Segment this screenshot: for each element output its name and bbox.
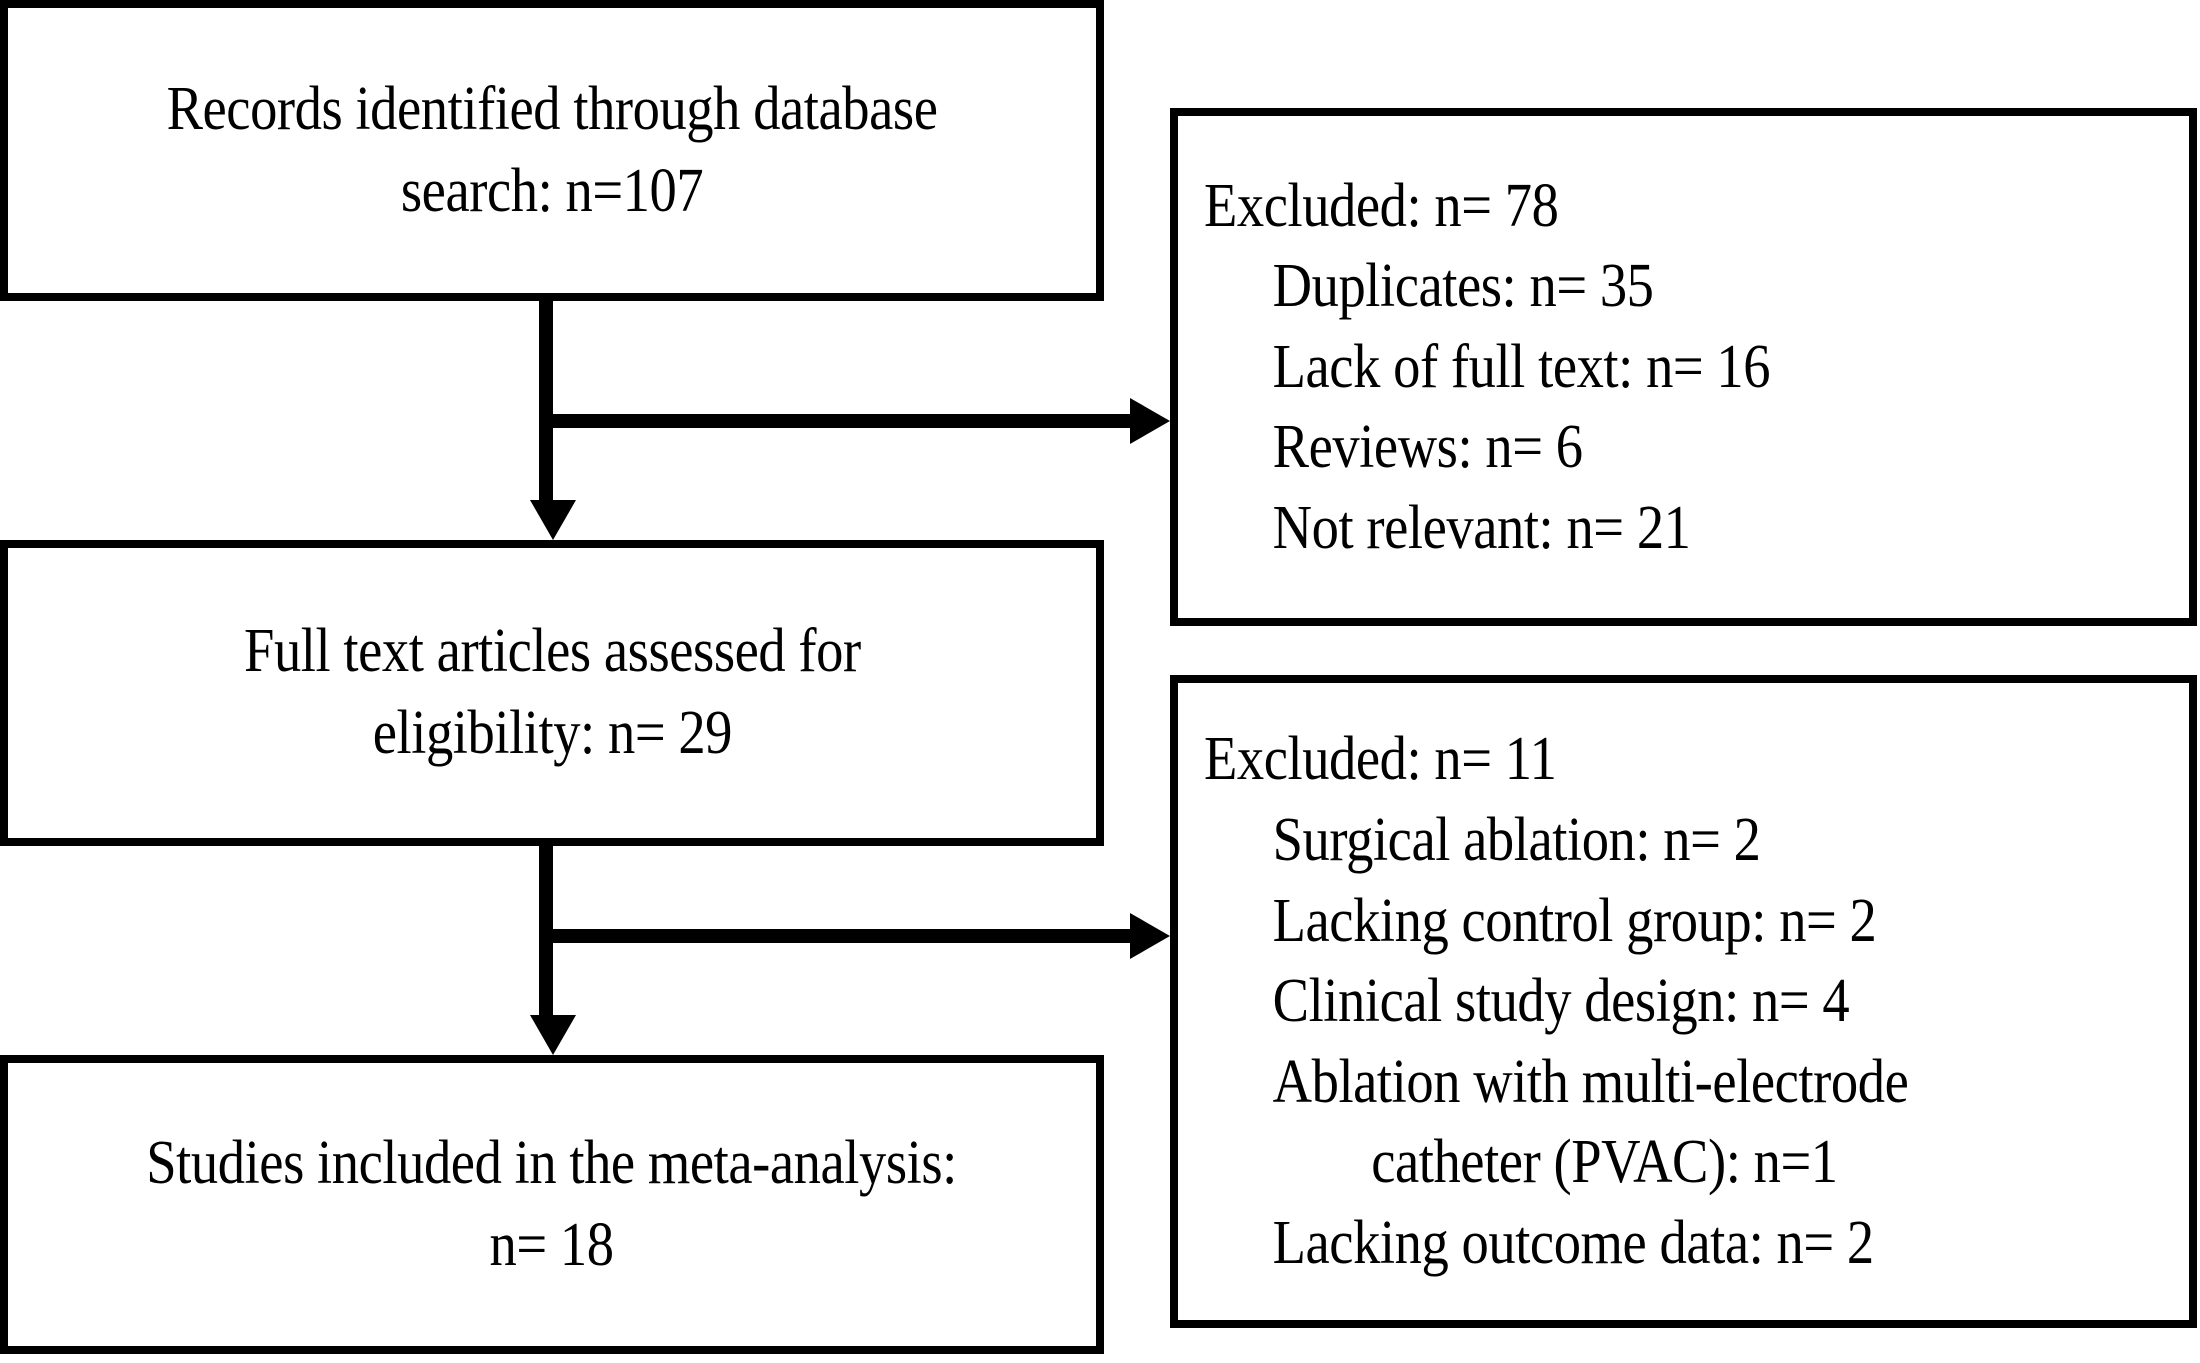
excluded-second-item-lacking-outcome-data: Lacking outcome data: n= 2 [1272, 1208, 1875, 1277]
excluded-second-item-ablation-multi-electrode: Ablation with multi-electrode [1272, 1047, 1909, 1116]
excluded-second-item-surgical-ablation: Surgical ablation: n= 2 [1272, 806, 1761, 875]
excluded-second-header: Excluded: n= 11 [1204, 725, 1557, 794]
excluded-first-list: Excluded: n= 78 Duplicates: n= 35 Lack o… [1178, 166, 2189, 569]
box-records-identified-text: Records identified through database sear… [166, 74, 938, 225]
box-full-text-articles: Full text articles assessed for eligibil… [0, 540, 1104, 846]
arrow-down-to-included-icon [530, 1015, 576, 1055]
connector-vline-1 [539, 301, 553, 506]
excluded-first-header: Excluded: n= 78 [1204, 171, 1559, 240]
box-studies-included-text: Studies included in the meta-analysis: n… [146, 1128, 958, 1279]
arrow-down-to-full-text-icon [530, 500, 576, 540]
box-full-text-articles-text: Full text articles assessed for eligibil… [243, 617, 861, 767]
excluded-first-item-reviews: Reviews: n= 6 [1272, 413, 1583, 482]
excluded-first-item-lack-of-full-text: Lack of full text: n= 16 [1272, 332, 1771, 401]
excluded-first-item-not-relevant: Not relevant: n= 21 [1272, 493, 1691, 562]
arrow-right-to-excluded-78-icon [1130, 398, 1170, 444]
excluded-first-item-duplicates: Duplicates: n= 35 [1272, 252, 1654, 321]
excluded-second-item-clinical-study-design: Clinical study design: n= 4 [1272, 967, 1850, 1036]
box-excluded-second: Excluded: n= 11 Surgical ablation: n= 2 … [1170, 675, 2197, 1328]
box-studies-included: Studies included in the meta-analysis: n… [0, 1055, 1104, 1354]
box-excluded-first: Excluded: n= 78 Duplicates: n= 35 Lack o… [1170, 108, 2197, 626]
excluded-second-item-lacking-control-group: Lacking control group: n= 2 [1272, 886, 1877, 955]
excluded-second-item-catheter-pvac: catheter (PVAC): n=1 [1371, 1128, 1838, 1197]
box-records-identified: Records identified through database sear… [0, 0, 1104, 301]
connector-hline-1 [553, 414, 1130, 428]
arrow-right-to-excluded-11-icon [1130, 913, 1170, 959]
excluded-second-list: Excluded: n= 11 Surgical ablation: n= 2 … [1178, 719, 2189, 1283]
connector-vline-2 [539, 846, 553, 1018]
connector-hline-2 [553, 929, 1130, 943]
